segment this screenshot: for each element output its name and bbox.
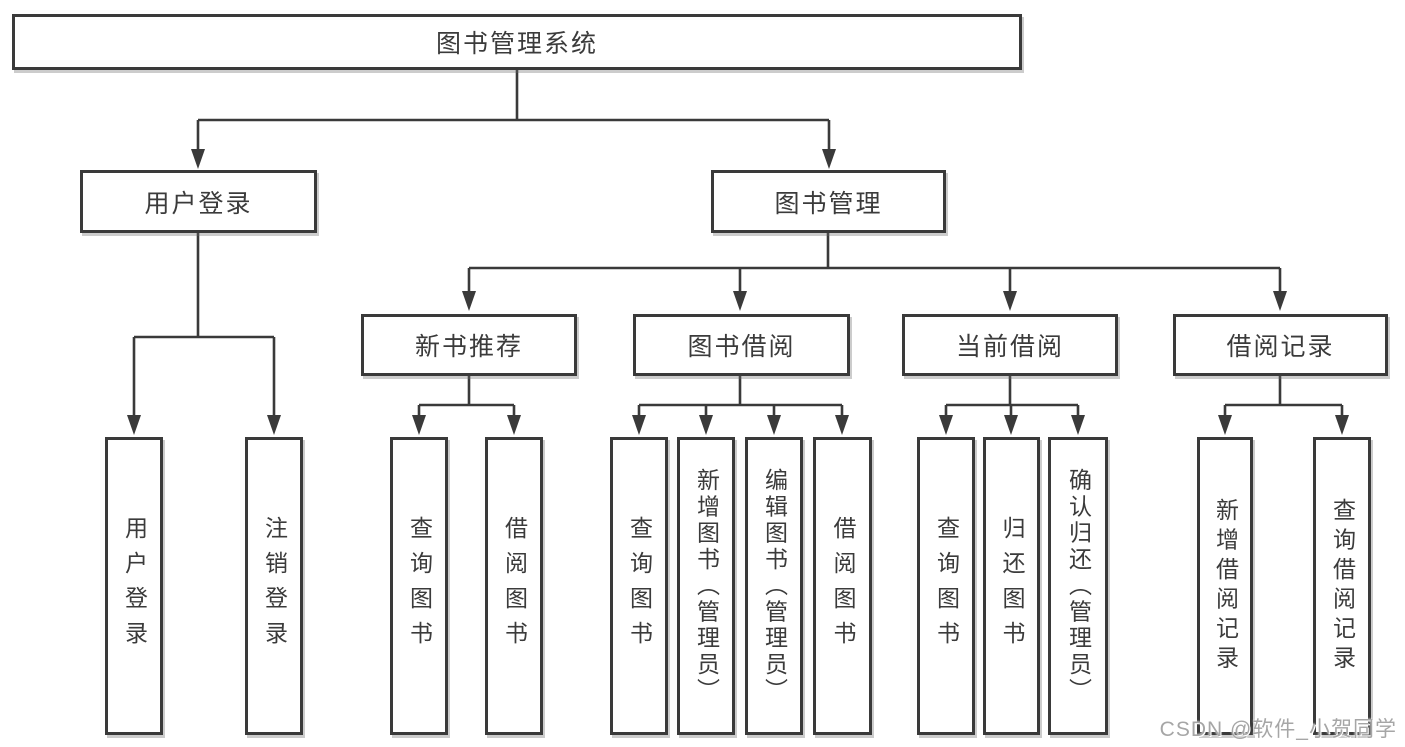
leaf-borrow-books: 借阅图书	[813, 437, 872, 735]
leaf-query-books-current: 查询图书	[917, 437, 975, 735]
csdn-watermark: CSDN @软件_小贺同学	[1159, 718, 1397, 741]
node-book-borrowing: 图书借阅	[633, 314, 850, 376]
node-new-book-recommend-label: 新书推荐	[414, 333, 523, 361]
leaf-return-books-label: 归还图书	[999, 516, 1025, 656]
leaf-add-borrow-record: 新增借阅记录	[1197, 437, 1253, 735]
node-borrow-records: 借阅记录	[1173, 314, 1388, 376]
leaf-confirm-return-admin-label: 确认归还（管理员）	[1065, 468, 1092, 704]
node-current-borrowing-label: 当前借阅	[955, 333, 1064, 361]
leaf-confirm-return-admin: 确认归还（管理员）	[1048, 437, 1108, 735]
leaf-edit-books-admin-label: 编辑图书（管理员）	[761, 468, 788, 704]
leaf-borrow-books-recommend-label: 借阅图书	[501, 516, 528, 656]
leaf-borrow-books-recommend: 借阅图书	[485, 437, 543, 735]
node-library-system-label: 图书管理系统	[435, 30, 598, 58]
leaf-query-books-current-label: 查询图书	[933, 516, 960, 656]
leaf-query-books-borrowing-label: 查询图书	[626, 516, 653, 656]
leaf-query-books-recommend-label: 查询图书	[406, 516, 433, 656]
node-user-login: 用户登录	[80, 170, 317, 233]
leaf-edit-books-admin: 编辑图书（管理员）	[745, 437, 803, 735]
node-book-management: 图书管理	[711, 170, 946, 233]
leaf-query-books-borrowing: 查询图书	[610, 437, 668, 735]
node-new-book-recommend: 新书推荐	[361, 314, 577, 376]
leaf-query-books-recommend: 查询图书	[390, 437, 448, 735]
node-book-management-label: 图书管理	[774, 189, 883, 218]
leaf-borrow-books-label: 借阅图书	[830, 516, 856, 656]
leaf-logout: 注销登录	[245, 437, 303, 735]
leaf-add-books-admin-label: 新增图书（管理员）	[693, 468, 720, 704]
leaf-user-login-label: 用户登录	[121, 516, 148, 656]
leaf-query-borrow-record: 查询借阅记录	[1313, 437, 1371, 735]
node-borrow-records-label: 借阅记录	[1226, 333, 1335, 361]
leaf-logout-label: 注销登录	[261, 516, 288, 656]
node-library-system: 图书管理系统	[12, 14, 1022, 70]
leaf-add-borrow-record-label: 新增借阅记录	[1212, 497, 1239, 675]
leaf-query-borrow-record-label: 查询借阅记录	[1329, 497, 1356, 675]
node-user-login-label: 用户登录	[144, 189, 253, 218]
leaf-return-books: 归还图书	[983, 437, 1040, 735]
node-book-borrowing-label: 图书借阅	[687, 333, 796, 361]
leaf-user-login: 用户登录	[105, 437, 163, 735]
leaf-add-books-admin: 新增图书（管理员）	[677, 437, 735, 735]
node-current-borrowing: 当前借阅	[902, 314, 1118, 376]
